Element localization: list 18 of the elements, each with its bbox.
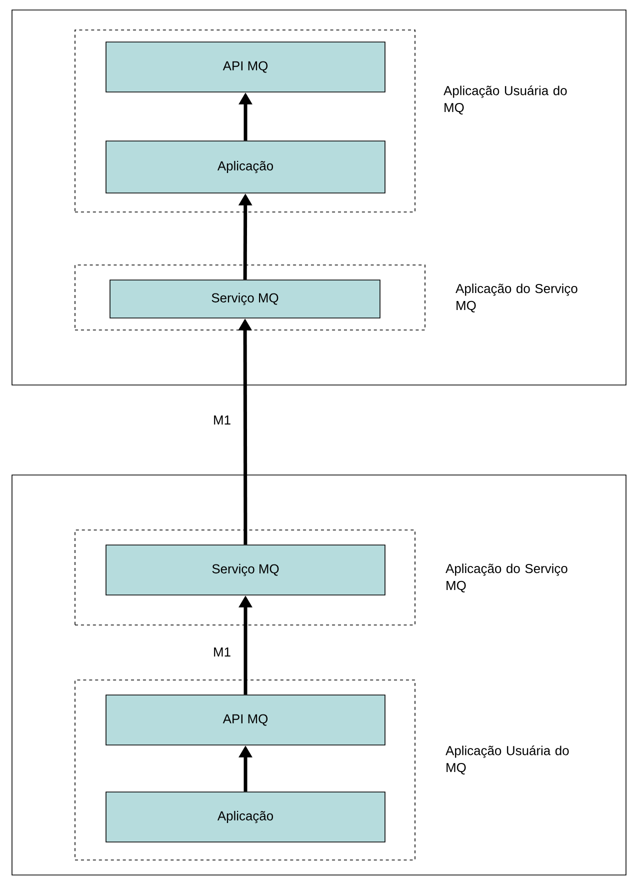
process-box: Aplicação	[106, 140, 386, 194]
process-box: Serviço MQ	[106, 544, 386, 596]
group-label: Aplicação do Serviço MQ	[446, 564, 568, 592]
dashed-group-box	[74, 680, 416, 860]
dashed-group-box	[74, 264, 426, 330]
process-box: Serviço MQ	[110, 280, 380, 318]
group-label: Aplicação Usuária do MQ	[444, 86, 567, 114]
process-box: Aplicação	[106, 792, 386, 842]
panel	[12, 474, 626, 876]
process-box: API MQ	[106, 694, 386, 746]
dashed-group-box	[74, 30, 416, 212]
panel	[12, 10, 626, 386]
group-label: Aplicação Usuária do MQ	[446, 746, 569, 774]
process-box: API MQ	[106, 42, 386, 92]
dashed-group-box	[74, 530, 416, 626]
edge-label: M1	[214, 648, 230, 656]
edge-label: M1	[214, 416, 230, 424]
group-label: Aplicação do Serviço MQ	[456, 284, 578, 312]
